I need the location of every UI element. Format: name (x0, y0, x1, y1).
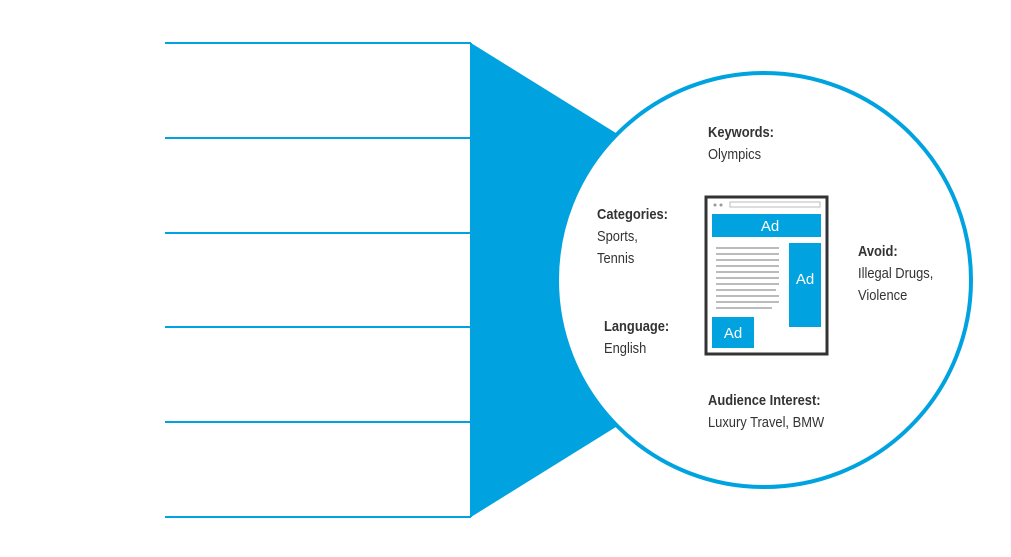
keywords-title: Keywords: (708, 124, 774, 141)
browser-dot-icon (719, 203, 723, 207)
browser-dot-icon (713, 203, 717, 207)
keywords-value: Olympics (708, 146, 762, 163)
address-bar (729, 201, 821, 208)
web-page-mockup: Ad Ad Ad (704, 195, 829, 356)
categories-title: Categories: (597, 206, 668, 223)
stripe-lines (165, 42, 471, 518)
page-text-lines (716, 247, 779, 309)
categories-value-line1: Sports, (597, 228, 638, 245)
ad-slot-label: Ad (761, 218, 779, 235)
audience-interest-value: Luxury Travel, BMW (708, 414, 825, 431)
ad-slot-square (712, 317, 754, 348)
audience-interest-label: Audience Interest: Luxury Travel, BMW (708, 390, 824, 434)
language-label: Language: English (604, 316, 669, 360)
language-title: Language: (604, 318, 670, 335)
categories-value-line2: Tennis (597, 250, 635, 267)
categories-label: Categories: Sports, Tennis (597, 204, 668, 270)
ad-slot-label: Ad (796, 271, 814, 288)
ad-slot-label: Ad (724, 325, 742, 342)
language-value: English (604, 340, 647, 357)
keywords-label: Keywords: Olympics (708, 122, 774, 166)
ad-slot-banner (712, 214, 821, 237)
audience-interest-title: Audience Interest: (708, 392, 821, 409)
avoid-label: Avoid: Illegal Drugs, Violence (858, 241, 933, 307)
avoid-title: Avoid: (858, 243, 898, 260)
avoid-value-line2: Violence (858, 287, 908, 304)
avoid-value-line1: Illegal Drugs, (858, 265, 934, 282)
ad-slot-sidebar (789, 243, 821, 327)
